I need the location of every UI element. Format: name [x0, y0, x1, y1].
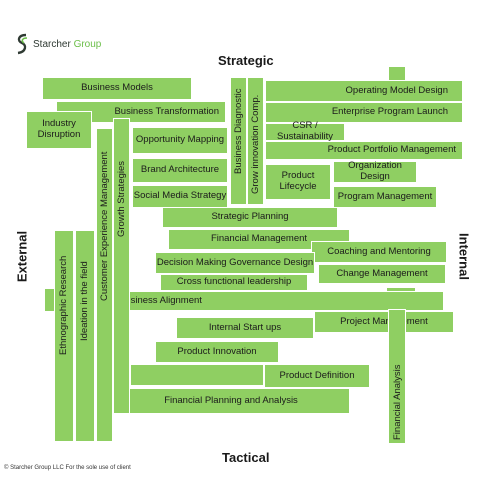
change-management-box: Change Management — [318, 264, 446, 284]
customer-experience-management-box: Customer Experience Management — [96, 128, 113, 442]
strategic-planning-box: Strategic Planning — [162, 207, 338, 228]
csr-sustainability-box: CSR / Sustainability — [265, 120, 345, 142]
starcher-group-logo: Starcher Group — [14, 33, 101, 55]
decision-making-governance-design-box: Decision Making Governance Design — [155, 252, 315, 274]
axis-external-label: External — [14, 230, 30, 283]
copyright-notice: © Starcher Group LLC For the sole use of… — [4, 465, 131, 471]
program-management-box: Program Management — [333, 186, 437, 208]
social-media-strategy-box: Social Media Strategy — [132, 185, 228, 208]
internal-start-ups-box: Internal Start ups — [176, 317, 314, 339]
connector-block — [130, 364, 264, 386]
financial-analysis-label: Financial Analysis — [392, 364, 403, 440]
financial-analysis-box: Financial Analysis — [388, 309, 406, 444]
business-alignment-box: Business Alignment — [112, 291, 444, 311]
financial-management-box: Financial Management — [168, 229, 350, 250]
grow-innovation-comp-label: Grow innovation Comp. — [250, 94, 261, 194]
financial-planning-and-analysis-box: Financial Planning and Analysis — [112, 388, 350, 414]
brand-architecture-box: Brand Architecture — [132, 158, 228, 183]
ethnographic-research-box: Ethnographic Research — [54, 230, 74, 442]
axis-tactical-label: Tactical — [222, 450, 270, 465]
coaching-and-mentoring-box: Coaching and Mentoring — [311, 241, 447, 263]
opportunity-mapping-box: Opportunity Mapping — [132, 127, 228, 154]
organization-design-box: Organization Design — [333, 160, 417, 183]
axis-internal-label: Internal — [456, 233, 472, 280]
product-lifecycle-box: Product Lifecycle — [265, 164, 331, 200]
customer-experience-management-label: Customer Experience Management — [99, 151, 110, 301]
product-portfolio-management-box: Product Portfolio Management — [265, 141, 463, 160]
ideation-in-the-field-label: Ideation in the field — [79, 261, 90, 341]
enterprise-program-launch-box: Enterprise Program Launch — [265, 102, 463, 123]
ethnographic-research-label: Ethnographic Research — [58, 255, 69, 355]
project-management-box: Project Management — [314, 311, 454, 333]
axis-strategic-label: Strategic — [218, 53, 274, 68]
growth-strategies-box: Growth Strategies — [113, 118, 130, 414]
brand-name: Starcher Group — [33, 38, 102, 50]
business-diagnostic-box: Business Diagnostic — [230, 77, 247, 205]
business-transformation-box: Business Transformation — [56, 101, 226, 123]
cross-functional-leadership-box: Cross functional leadership — [160, 274, 308, 291]
starcher-logo-icon — [17, 33, 28, 55]
product-definition-box: Product Definition — [264, 364, 370, 388]
grow-innovation-comp-box: Grow innovation Comp. — [247, 77, 264, 205]
growth-strategies-label: Growth Strategies — [116, 160, 127, 237]
product-innovation-box: Product Innovation — [155, 341, 279, 363]
business-models-box: Business Models — [42, 77, 192, 100]
industry-disruption-box: Industry Disruption — [26, 111, 92, 149]
operating-model-design-box: Operating Model Design — [265, 80, 463, 102]
ideation-in-the-field-box: Ideation in the field — [75, 230, 95, 442]
business-diagnostic-label: Business Diagnostic — [233, 88, 244, 174]
